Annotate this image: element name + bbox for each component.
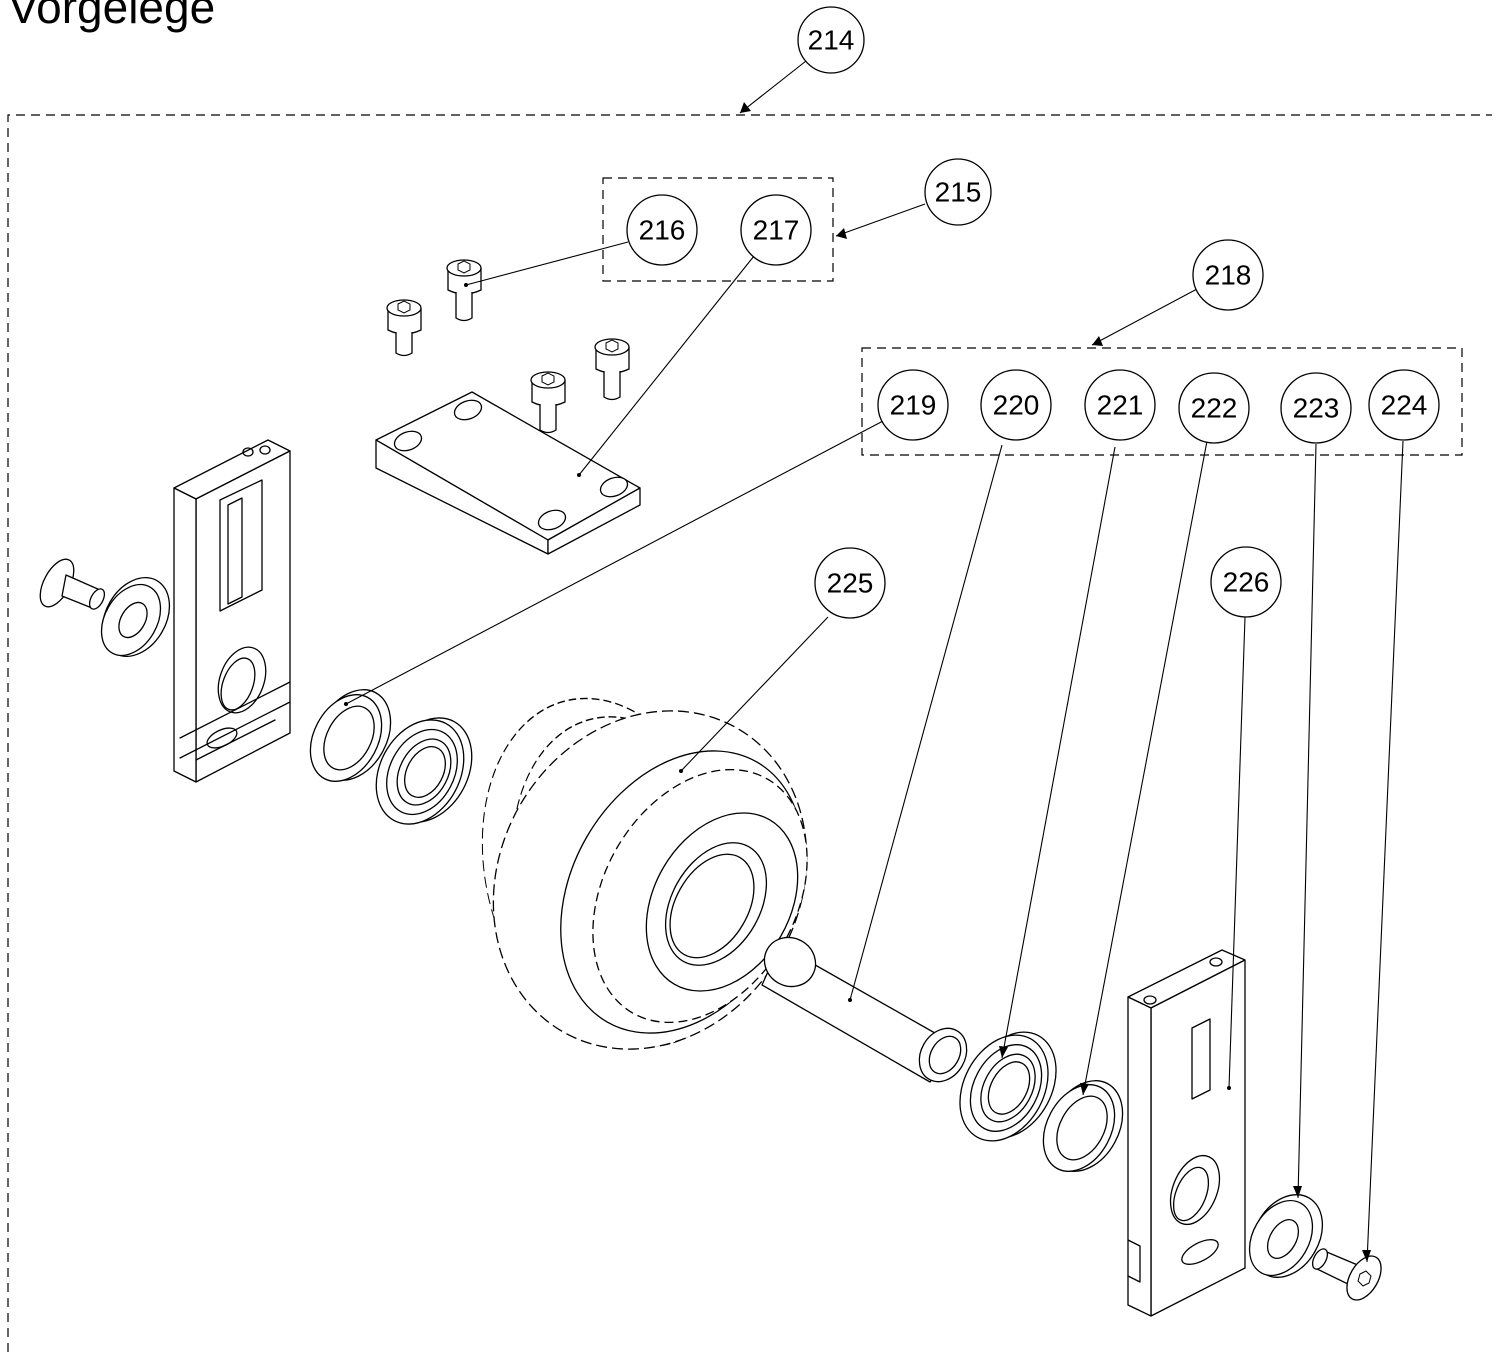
callout-221: 221	[1084, 369, 1156, 441]
callout-219: 219	[877, 369, 949, 441]
callout-226: 226	[1210, 546, 1282, 618]
callout-215: 215	[924, 158, 992, 226]
drawing-title: Vorgelege	[8, 0, 216, 33]
callout-225-label: 225	[827, 568, 874, 599]
right-bearing-plate	[1127, 949, 1246, 1317]
callout-217: 217	[740, 194, 812, 266]
callout-225: 225	[814, 547, 886, 619]
assembly-frame-214	[7, 114, 1492, 1352]
callout-218-label: 218	[1205, 260, 1252, 291]
callout-214: 214	[797, 6, 865, 74]
left-ball-bearing	[375, 717, 473, 825]
callout-224: 224	[1368, 369, 1440, 441]
callout-216-label: 216	[639, 215, 686, 246]
callout-221-label: 221	[1097, 390, 1144, 421]
callout-226-label: 226	[1223, 567, 1270, 598]
right-ball-bearing	[959, 1031, 1057, 1142]
callout-220: 220	[980, 369, 1052, 441]
callout-216: 216	[626, 194, 698, 266]
shaft	[761, 936, 968, 1083]
right-washer	[1248, 1194, 1324, 1278]
cap-screws	[386, 259, 630, 434]
callout-222: 222	[1178, 372, 1250, 444]
callout-214-label: 214	[808, 25, 855, 56]
left-washer	[100, 577, 171, 657]
callout-215-label: 215	[935, 177, 982, 208]
left-screw	[39, 558, 106, 610]
left-spacer-ring	[309, 689, 392, 782]
right-screw	[1311, 1248, 1382, 1301]
double-sprocket	[481, 697, 808, 1050]
leader-lines	[344, 60, 1404, 1263]
callout-217-label: 217	[753, 215, 800, 246]
group-box-218	[861, 347, 1463, 456]
callout-219-label: 219	[890, 390, 937, 421]
callout-223: 223	[1280, 372, 1352, 444]
left-bearing-plate	[173, 439, 291, 783]
top-clamp-plate	[375, 391, 641, 555]
callout-223-label: 223	[1293, 393, 1340, 424]
right-spacer-ring	[1042, 1080, 1124, 1172]
callout-220-label: 220	[993, 390, 1040, 421]
callout-224-label: 224	[1381, 390, 1428, 421]
callout-218: 218	[1192, 239, 1264, 311]
callout-222-label: 222	[1191, 393, 1238, 424]
